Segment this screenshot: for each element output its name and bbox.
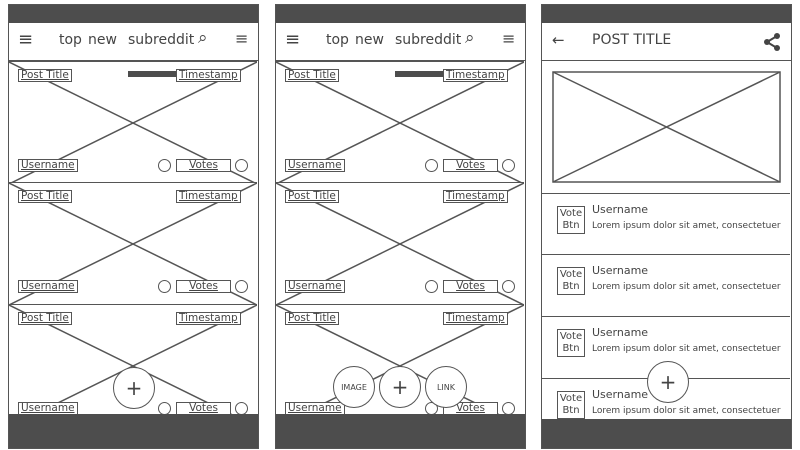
tab-new[interactable]: new xyxy=(355,32,384,48)
vote-label: Btn xyxy=(562,281,580,292)
vote-label: Vote xyxy=(559,208,583,219)
upvote-button[interactable] xyxy=(158,159,171,172)
nav-bar xyxy=(9,414,258,448)
upvote-button[interactable] xyxy=(425,280,438,293)
nav-bar xyxy=(276,414,525,448)
fab-add-button[interactable]: + xyxy=(379,366,421,408)
active-tab-indicator xyxy=(395,71,449,77)
username[interactable]: Username xyxy=(18,280,78,293)
post-title[interactable]: Post Title xyxy=(285,312,339,325)
timestamp: Timestamp xyxy=(443,190,508,203)
post-title[interactable]: Post Title xyxy=(18,312,72,325)
fab-link-button[interactable]: LINK xyxy=(425,366,467,408)
vote-label: Btn xyxy=(562,220,580,231)
vote-label: Vote xyxy=(559,331,583,342)
upvote-button[interactable] xyxy=(425,159,438,172)
timestamp: Timestamp xyxy=(176,312,241,325)
vote-label: Btn xyxy=(562,343,580,354)
timestamp: Timestamp xyxy=(443,312,508,325)
image-placeholder xyxy=(552,71,781,183)
username[interactable]: Username xyxy=(285,280,345,293)
tab-top[interactable]: top xyxy=(59,32,82,48)
back-icon[interactable]: ← xyxy=(552,31,565,49)
detail-header: ← POST TITLE xyxy=(542,23,791,61)
comment-text: Lorem ipsum dolor sit amet, consectetuer xyxy=(592,282,781,292)
menu-icon[interactable]: ≡ xyxy=(18,29,34,50)
share-icon[interactable] xyxy=(763,33,781,51)
vote-label: Vote xyxy=(559,269,583,280)
status-bar xyxy=(9,5,258,23)
comment-username[interactable]: Username xyxy=(592,388,649,401)
nav-bar xyxy=(542,419,791,448)
username[interactable]: Username xyxy=(18,159,78,172)
tab-subreddit[interactable]: subreddit xyxy=(128,32,195,48)
fab-add-button[interactable]: + xyxy=(647,361,689,403)
comment-username[interactable]: Username xyxy=(592,203,649,216)
sort-icon[interactable]: ≡ xyxy=(502,29,516,48)
timestamp: Timestamp xyxy=(176,69,241,82)
comment-username[interactable]: Username xyxy=(592,264,649,277)
tab-subreddit[interactable]: subreddit xyxy=(395,32,462,48)
downvote-button[interactable] xyxy=(235,159,248,172)
menu-icon[interactable]: ≡ xyxy=(285,29,301,50)
page-title: POST TITLE xyxy=(592,32,672,48)
comment-text: Lorem ipsum dolor sit amet, consectetuer xyxy=(592,221,781,231)
post-title[interactable]: Post Title xyxy=(18,69,72,82)
fab-add-button[interactable]: + xyxy=(113,367,155,409)
votes: Votes xyxy=(443,159,498,172)
post-title[interactable]: Post Title xyxy=(285,69,339,82)
comment-text: Lorem ipsum dolor sit amet, consectetuer xyxy=(592,344,781,354)
timestamp: Timestamp xyxy=(176,190,241,203)
post-title[interactable]: Post Title xyxy=(18,190,72,203)
comment-text: Lorem ipsum dolor sit amet, consectetuer xyxy=(592,406,781,416)
votes: Votes xyxy=(176,159,231,172)
tab-top[interactable]: top xyxy=(326,32,349,48)
timestamp: Timestamp xyxy=(443,69,508,82)
downvote-button[interactable] xyxy=(235,280,248,293)
sort-icon[interactable]: ≡ xyxy=(235,29,249,48)
active-tab-indicator xyxy=(128,71,182,77)
status-bar xyxy=(542,5,791,23)
downvote-button[interactable] xyxy=(502,159,515,172)
comment-username[interactable]: Username xyxy=(592,326,649,339)
vote-label: Btn xyxy=(562,405,580,416)
fab-image-button[interactable]: IMAGE xyxy=(333,366,375,408)
downvote-button[interactable] xyxy=(502,280,515,293)
tab-new[interactable]: new xyxy=(88,32,117,48)
upvote-button[interactable] xyxy=(158,280,171,293)
vote-label: Vote xyxy=(559,393,583,404)
post-title[interactable]: Post Title xyxy=(285,190,339,203)
votes: Votes xyxy=(176,280,231,293)
username[interactable]: Username xyxy=(285,159,345,172)
status-bar xyxy=(276,5,525,23)
votes: Votes xyxy=(443,280,498,293)
search-icon[interactable]: ⌕ xyxy=(465,28,475,48)
search-icon[interactable]: ⌕ xyxy=(198,28,208,48)
